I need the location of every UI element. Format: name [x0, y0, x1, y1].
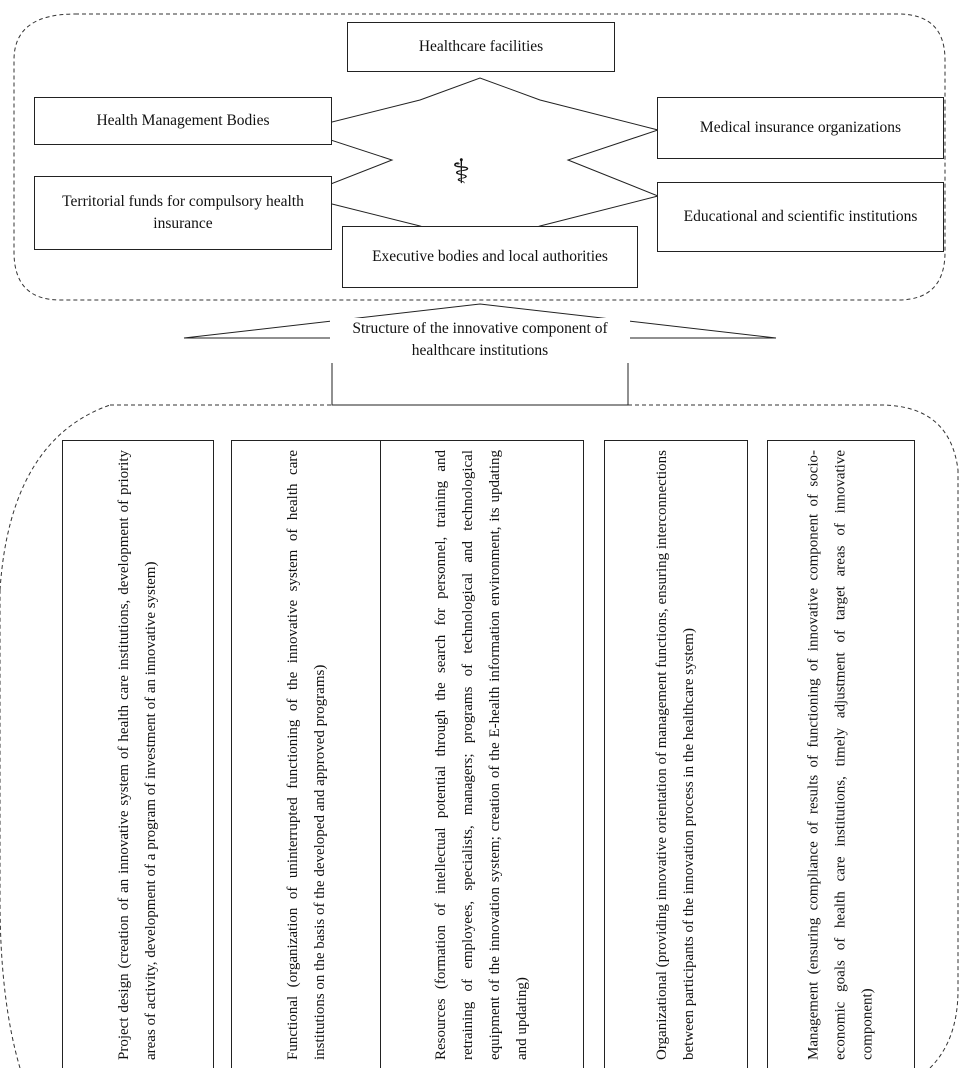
component-text: Resources (formation of intellectual pot…	[433, 449, 530, 1060]
health-management-bodies-box: Health Management Bodies	[34, 97, 332, 145]
component-text: Project design (creation of an innovativ…	[116, 449, 159, 1060]
structure-caption: Structure of the innovative component of…	[330, 318, 630, 363]
component-project-design: Project design (creation of an innovativ…	[62, 440, 214, 1068]
top-group-frame	[13, 13, 946, 301]
component-organizational: Organizational (providing innovative ori…	[604, 440, 748, 1068]
territorial-funds-label: Territorial funds for compulsory health …	[62, 192, 304, 232]
executive-bodies-label: Executive bodies and local authorities	[372, 247, 608, 265]
health-management-bodies-label: Health Management Bodies	[96, 111, 270, 129]
healthcare-facilities-label: Healthcare facilities	[418, 37, 544, 55]
components-frame	[0, 404, 959, 1068]
educational-scientific-label: Educational and scientific institutions	[683, 207, 918, 225]
component-text: Management (ensuring compliance of resul…	[805, 449, 876, 1060]
healthcare-facilities-box: Healthcare facilities	[347, 22, 615, 72]
component-management: Management (ensuring compliance of resul…	[767, 440, 915, 1068]
medical-insurance-label: Medical insurance organizations	[699, 118, 902, 136]
component-functional: Functional (organization of uninterrupte…	[231, 440, 383, 1068]
executive-bodies-box: Executive bodies and local authorities	[342, 226, 638, 288]
component-resources: Resources (formation of intellectual pot…	[380, 440, 584, 1068]
educational-scientific-box: Educational and scientific institutions	[657, 182, 944, 252]
component-text: Organizational (providing innovative ori…	[654, 449, 697, 1060]
component-text: Functional (organization of uninterrupte…	[285, 449, 328, 1060]
caduceus-bowl-icon: ⚕	[452, 154, 471, 191]
territorial-funds-box: Territorial funds for compulsory health …	[34, 176, 332, 250]
medical-insurance-box: Medical insurance organizations	[657, 97, 944, 159]
star-shape	[298, 77, 660, 247]
